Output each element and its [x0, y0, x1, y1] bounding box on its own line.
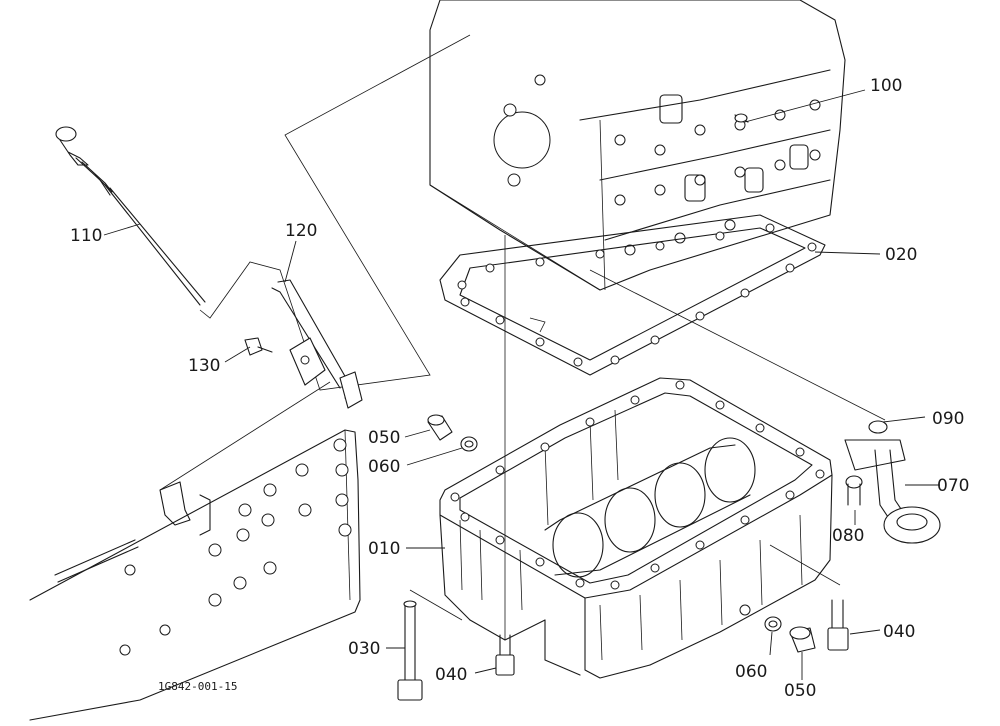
washer-060-lower: [764, 616, 782, 632]
bolt-040-right: [827, 599, 849, 651]
bolt-080: [845, 475, 863, 506]
callout-070: 070: [937, 476, 969, 496]
callout-040-left: 040: [435, 665, 467, 685]
callout-090: 090: [932, 409, 964, 429]
callout-020: 020: [885, 245, 917, 265]
callout-060-upper: 060: [368, 457, 400, 477]
drawing-number: 1G842-001-15: [158, 680, 237, 693]
callout-010: 010: [368, 539, 400, 559]
phantom-outline-lower: [159, 381, 331, 491]
callout-030: 030: [348, 639, 380, 659]
callout-100: 100: [870, 76, 902, 96]
phantom-line-bolt-030: [409, 589, 463, 621]
stud-bolt-030: [397, 600, 423, 701]
callout-050-lower: 050: [784, 681, 816, 701]
bolt-130: [244, 337, 273, 356]
callout-040-right: 040: [883, 622, 915, 642]
engine-block: [429, 0, 846, 291]
oil-dipstick: [55, 126, 206, 306]
phantom-outline-upper: [199, 34, 471, 391]
phantom-line-pipe: [589, 269, 886, 421]
callout-110: 110: [70, 226, 102, 246]
drain-plug-050-lower: [789, 626, 816, 653]
callout-120: 120: [285, 221, 317, 241]
callout-080: 080: [832, 526, 864, 546]
callout-130: 130: [188, 356, 220, 376]
leader-lines: [103, 89, 940, 680]
phantom-line-pan-right: [769, 544, 841, 586]
callout-050-upper: 050: [368, 428, 400, 448]
callout-labels: 100 020 110 120 130 090 050 060 070 080 …: [70, 76, 969, 701]
bolt-040-left: [495, 634, 515, 676]
washer-060-upper: [460, 436, 478, 452]
callout-060-lower: 060: [735, 662, 767, 682]
lower-block-face: [29, 429, 361, 721]
dipstick-guide: [271, 279, 363, 409]
oil-pan-gasket: [439, 214, 826, 376]
drain-plug-050-upper: [427, 414, 453, 441]
o-ring-090: [868, 420, 888, 434]
oil-strainer-070: [844, 439, 941, 544]
oil-pan: [439, 377, 833, 679]
